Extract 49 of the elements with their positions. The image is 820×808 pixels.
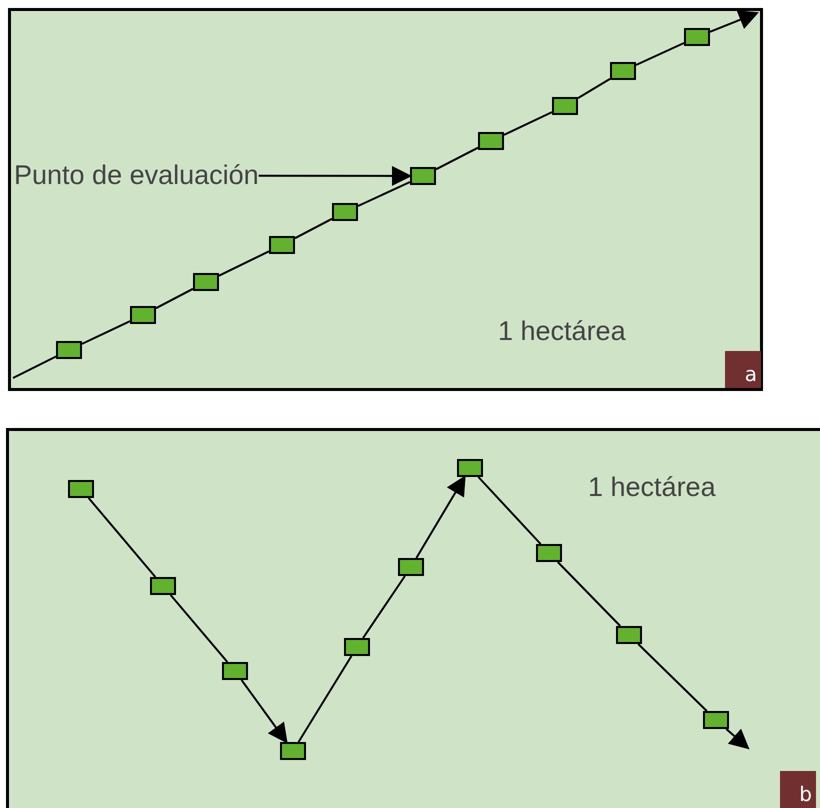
transect-line <box>12 356 56 379</box>
transect-line <box>557 561 621 627</box>
sampling-point-marker <box>457 459 483 477</box>
sampling-point-marker <box>703 711 729 729</box>
sampling-point-marker <box>269 236 295 254</box>
sampling-point-marker <box>280 742 306 760</box>
area-label: 1 hectárea <box>588 472 716 503</box>
transect-line <box>638 643 708 712</box>
sampling-point-marker <box>536 544 562 562</box>
sampling-point-marker <box>130 306 156 324</box>
transect-line <box>88 497 156 578</box>
leader-arrow <box>258 166 412 186</box>
transect-arrow <box>416 475 466 559</box>
transect-line <box>294 218 332 240</box>
sampling-point-marker <box>410 167 436 185</box>
panel-letter-badge: a <box>725 351 761 388</box>
transect-line <box>358 181 410 207</box>
transect-line <box>504 111 552 136</box>
transect-line <box>82 320 130 345</box>
sampling-point-marker <box>610 62 636 80</box>
field-panel <box>6 428 820 808</box>
transect-line <box>156 288 194 310</box>
transect-line <box>636 42 684 66</box>
area-label: 1 hectárea <box>498 316 626 347</box>
transect-line <box>436 146 478 170</box>
panel-letter-badge: b <box>780 771 816 808</box>
transect-line <box>362 575 406 639</box>
sampling-point-marker <box>344 638 370 656</box>
transect-line <box>298 655 352 743</box>
transect-line <box>478 476 542 545</box>
sampling-point-marker <box>222 662 248 680</box>
transect-arrow <box>240 679 288 744</box>
transect-line <box>577 78 611 100</box>
sampling-point-marker <box>332 203 358 221</box>
transect-arrow <box>710 10 759 33</box>
sampling-point-marker <box>616 626 642 644</box>
sampling-point-marker <box>193 273 219 291</box>
sampling-point-marker <box>684 28 710 46</box>
sampling-point-marker <box>150 577 176 595</box>
sampling-point-marker <box>56 341 82 359</box>
transect-line <box>170 594 228 663</box>
transect-line <box>218 250 270 277</box>
callout-label: Punto de evaluación <box>14 162 259 189</box>
sampling-point-marker <box>478 132 504 150</box>
field-panel <box>8 8 763 391</box>
sampling-point-marker <box>552 97 578 115</box>
sampling-point-marker <box>398 558 424 576</box>
transect-arrow <box>726 728 750 750</box>
sampling-point-marker <box>68 480 94 498</box>
